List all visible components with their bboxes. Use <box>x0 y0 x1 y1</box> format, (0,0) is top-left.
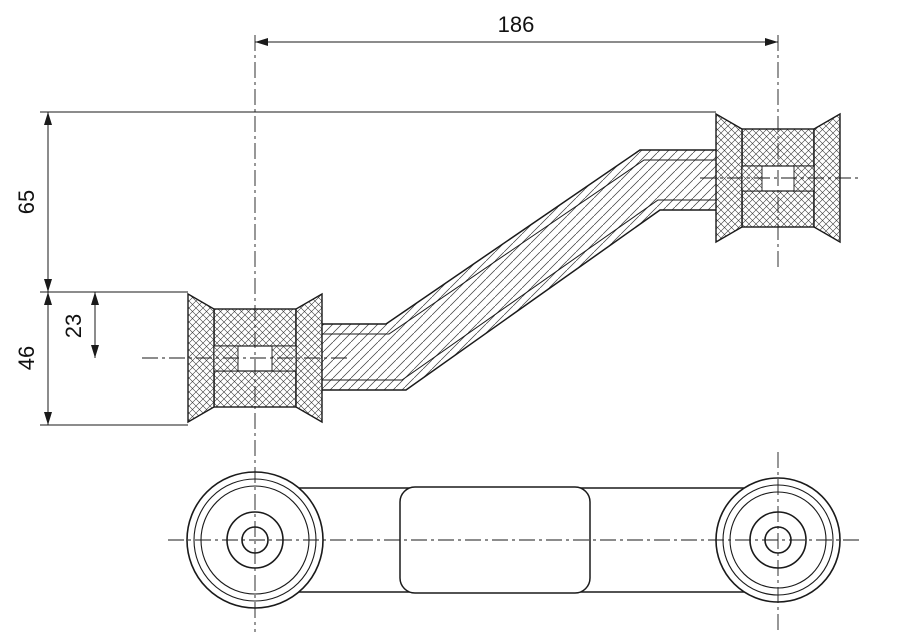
right-sleeve-hatch-left <box>741 165 763 192</box>
dim-186-arrow-right <box>765 38 778 46</box>
dimension-186: 186 <box>255 12 778 46</box>
centerlines <box>142 35 862 632</box>
arm-top-inner-edge <box>294 159 744 335</box>
dim-65-label: 65 <box>14 190 39 214</box>
dim-46-label: 46 <box>14 346 39 370</box>
section-view <box>187 112 841 424</box>
dim-46-arrow-top <box>44 292 52 305</box>
dim-186-arrow-left <box>255 38 268 46</box>
dimension-65: 65 <box>14 111 716 293</box>
dim-23-arrow-top <box>91 292 99 305</box>
dim-65-arrow-top <box>44 112 52 125</box>
dim-46-arrow-bottom <box>44 412 52 425</box>
arm-outline <box>293 149 745 391</box>
right-sleeve-hatch-right <box>793 165 815 192</box>
dimension-23: 23 <box>61 292 99 358</box>
dimension-46: 46 <box>14 292 188 426</box>
left-sleeve-hatch-right <box>271 345 297 372</box>
dim-23-arrow-bottom <box>91 345 99 358</box>
left-sleeve-hatch-left <box>213 345 239 372</box>
right-bushing-right-flange <box>813 112 841 244</box>
dim-186-label: 186 <box>498 12 535 37</box>
arm-bottom-inner-edge <box>294 199 744 381</box>
dim-65-arrow-bottom <box>44 279 52 292</box>
dim-23-label: 23 <box>61 314 86 338</box>
link-arm-section <box>293 149 745 391</box>
